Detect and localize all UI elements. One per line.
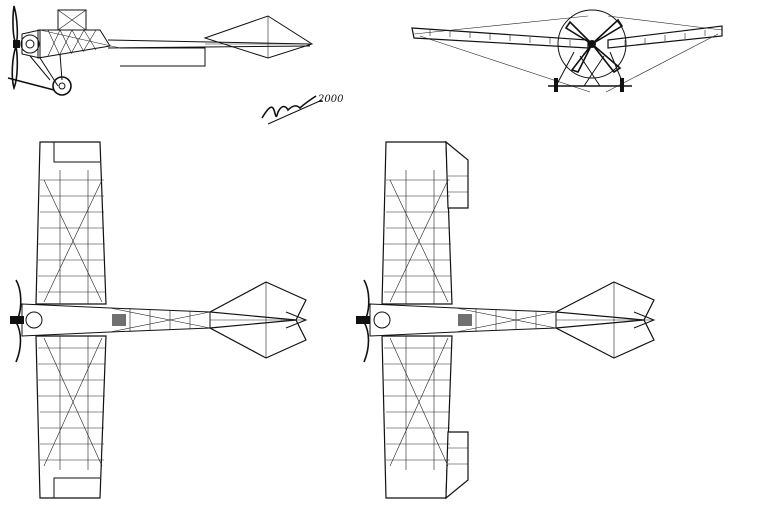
side-landing-gear [8,54,71,95]
bottom-view [356,142,654,498]
side-fuselage [38,10,310,66]
top-view [10,142,306,498]
side-engine [21,30,40,58]
author-signature: 2000 [262,94,344,124]
svg-text:2000: 2000 [317,94,344,105]
side-tail [205,16,312,58]
side-propeller [12,6,20,88]
side-view [8,6,312,95]
front-view [412,10,722,92]
